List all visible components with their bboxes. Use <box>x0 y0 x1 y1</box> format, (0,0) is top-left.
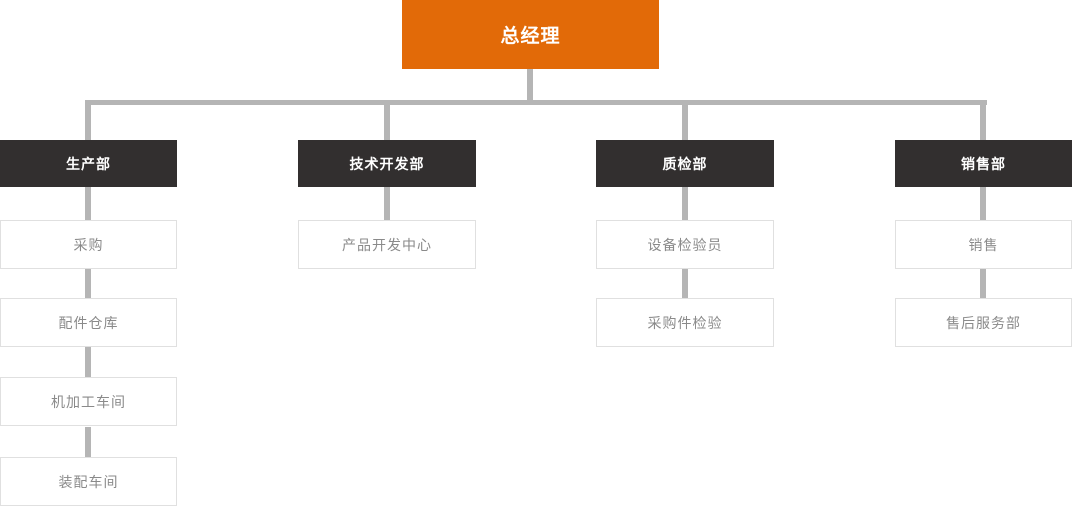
org-node-label: 采购 <box>73 236 104 253</box>
org-node-dept-sales[interactable]: 销售部 <box>895 140 1072 187</box>
connector-horizontal-rail <box>85 100 987 105</box>
org-node-dept-quality-control[interactable]: 质检部 <box>596 140 774 187</box>
connector-line <box>85 187 91 220</box>
connector-drop-production <box>85 100 91 140</box>
org-node-dept-production[interactable]: 生产部 <box>0 140 177 187</box>
org-node-product-dev-center[interactable]: 产品开发中心 <box>298 220 476 269</box>
connector-line <box>682 269 688 298</box>
connector-line <box>682 187 688 220</box>
org-node-label: 机加工车间 <box>51 393 126 410</box>
org-node-label: 设备检验员 <box>647 236 723 253</box>
connector-drop-tech <box>384 100 390 140</box>
connector-line <box>980 269 986 298</box>
org-node-purchased-parts-inspection[interactable]: 采购件检验 <box>596 298 774 347</box>
connector-line <box>980 187 986 220</box>
connector-line <box>85 427 91 457</box>
org-node-label: 技术开发部 <box>349 155 425 172</box>
org-node-after-sales-service[interactable]: 售后服务部 <box>895 298 1072 347</box>
org-node-label: 产品开发中心 <box>342 236 432 253</box>
org-node-label: 售后服务部 <box>946 314 1021 331</box>
org-node-label: 采购件检验 <box>647 314 723 331</box>
org-node-machining-workshop[interactable]: 机加工车间 <box>0 377 177 426</box>
org-node-label: 销售部 <box>961 155 1006 172</box>
org-node-general-manager[interactable]: 总经理 <box>402 0 659 69</box>
org-node-equipment-inspector[interactable]: 设备检验员 <box>596 220 774 269</box>
org-node-label: 配件仓库 <box>58 314 119 331</box>
connector-line <box>384 187 390 220</box>
org-node-label: 装配车间 <box>58 473 119 490</box>
connector-drop-qc <box>682 100 688 140</box>
org-node-label: 质检部 <box>662 155 708 172</box>
org-node-label: 总经理 <box>500 26 561 47</box>
org-node-parts-warehouse[interactable]: 配件仓库 <box>0 298 177 347</box>
org-node-sales[interactable]: 销售 <box>895 220 1072 269</box>
connector-line <box>85 269 91 298</box>
org-node-label: 销售 <box>968 236 999 253</box>
org-node-label: 生产部 <box>66 155 111 172</box>
connector-drop-sales <box>980 100 986 140</box>
org-node-assembly-workshop[interactable]: 装配车间 <box>0 457 177 506</box>
connector-root-stub <box>527 69 533 100</box>
org-node-dept-tech-development[interactable]: 技术开发部 <box>298 140 476 187</box>
org-node-purchasing[interactable]: 采购 <box>0 220 177 269</box>
connector-line <box>85 347 91 377</box>
